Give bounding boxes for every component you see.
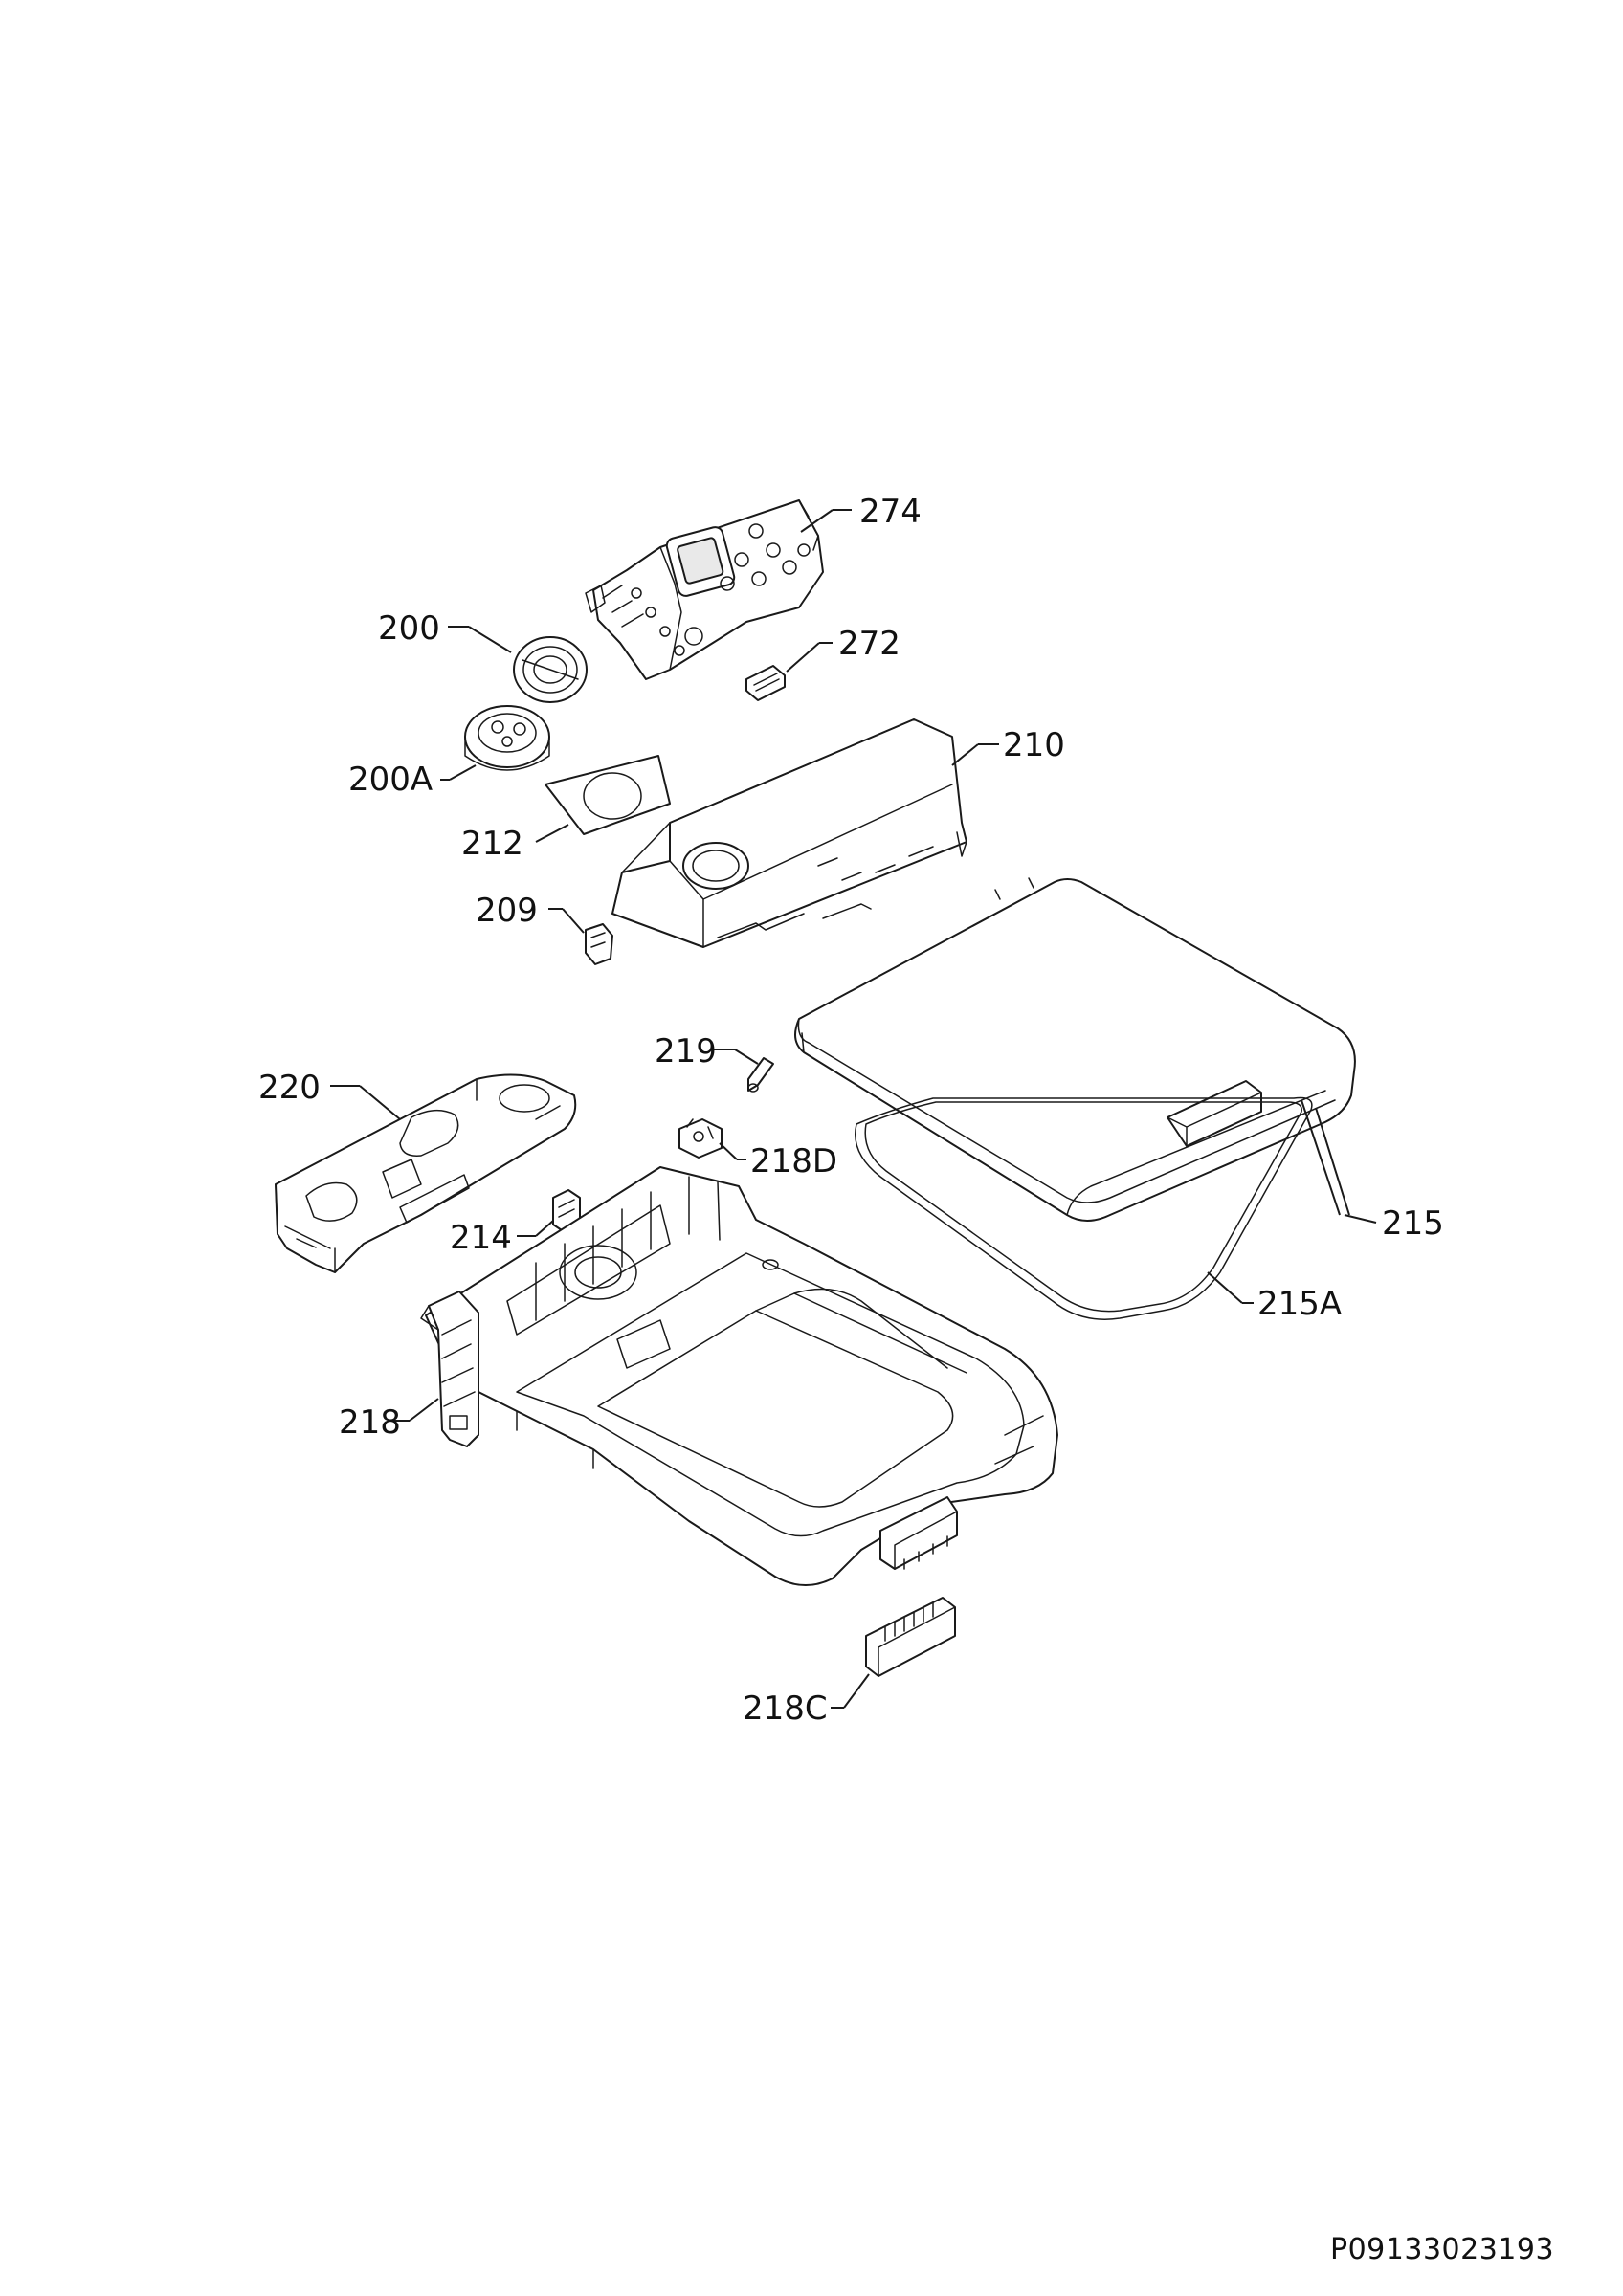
callout-218: 218 xyxy=(339,1403,401,1442)
document-code: P09133023193 xyxy=(1330,2233,1555,2266)
leader-215-tail xyxy=(1344,1214,1377,1224)
leader-215-a xyxy=(1301,1099,1341,1216)
part-218-front-block xyxy=(879,1496,958,1570)
callout-218C: 218C xyxy=(743,1689,828,1728)
part-272-connector xyxy=(745,665,786,701)
leader-209 xyxy=(562,908,585,934)
leader-215A xyxy=(1207,1271,1243,1304)
leader-218C xyxy=(843,1673,870,1709)
leader-274 xyxy=(800,509,834,533)
part-200-knob xyxy=(513,636,588,703)
leader-219 xyxy=(734,1049,759,1065)
callout-214: 214 xyxy=(450,1219,512,1257)
part-212-membrane xyxy=(545,755,671,835)
callout-215: 215 xyxy=(1382,1204,1444,1243)
part-218-top-frame xyxy=(425,1166,1058,1587)
callout-200A: 200A xyxy=(348,761,433,799)
callout-274: 274 xyxy=(859,493,922,531)
callout-272: 272 xyxy=(838,625,900,663)
leader-218D xyxy=(719,1142,738,1160)
part-215-lid xyxy=(794,877,1356,1222)
callout-209: 209 xyxy=(476,892,538,930)
callout-215A: 215A xyxy=(1257,1285,1342,1323)
part-219-hinge-pin xyxy=(747,1057,774,1093)
leader-212 xyxy=(535,824,569,843)
leader-218 xyxy=(409,1398,439,1422)
leader-220 xyxy=(359,1085,401,1120)
part-218C-front-clip xyxy=(865,1597,956,1677)
callout-219: 219 xyxy=(655,1032,717,1071)
leader-200 xyxy=(468,626,512,653)
callout-212: 212 xyxy=(461,825,523,863)
callout-218D: 218D xyxy=(750,1142,837,1181)
leader-215-b xyxy=(1315,1107,1350,1216)
part-210-control-panel xyxy=(611,718,967,948)
leader-210 xyxy=(951,743,979,766)
leader-214 xyxy=(535,1220,554,1237)
callout-210: 210 xyxy=(1003,726,1065,764)
part-218D-latch xyxy=(678,1118,723,1159)
part-218-side-latch xyxy=(420,1291,479,1447)
callout-200: 200 xyxy=(378,609,440,648)
part-209-clip xyxy=(585,923,613,965)
part-215A-lid-gasket xyxy=(855,1096,1313,1320)
part-200A-knob-base xyxy=(464,705,550,771)
leader-200A xyxy=(449,764,477,781)
part-220-dispenser-drawer xyxy=(275,1073,577,1273)
part-274-control-module xyxy=(585,499,824,680)
callout-220: 220 xyxy=(258,1069,321,1107)
leader-272 xyxy=(786,642,820,673)
